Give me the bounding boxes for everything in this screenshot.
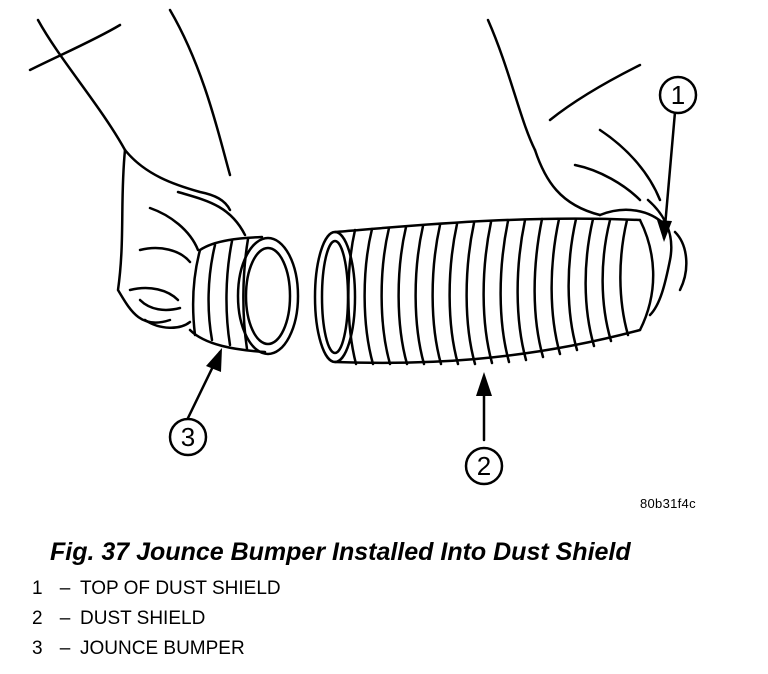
figure-caption: Fig. 37 Jounce Bumper Installed Into Dus…: [50, 538, 631, 566]
jounce-bumper-drawing: [188, 235, 300, 356]
legend-number: 2: [32, 608, 43, 629]
callout-number-1: 1: [671, 80, 685, 110]
legend-separator: –: [59, 578, 71, 599]
legend-separator: –: [59, 608, 71, 629]
left-hand-drawing: [28, 8, 247, 329]
arrowhead-2: [476, 372, 492, 396]
legend-label: TOP OF DUST SHIELD: [80, 578, 281, 599]
right-hand-drawing: [486, 18, 688, 317]
legend-label: DUST SHIELD: [80, 608, 206, 629]
figure-code: 80b31f4c: [640, 496, 696, 511]
legend-item: 1–TOP OF DUST SHIELD: [32, 578, 281, 608]
legend-item: 2–DUST SHIELD: [32, 608, 281, 638]
leader-line-1: [662, 110, 677, 240]
arrowhead-3: [206, 348, 222, 372]
legend-label: JOUNCE BUMPER: [80, 638, 245, 659]
arrowhead-1: [657, 220, 672, 242]
legend-number: 1: [32, 578, 43, 599]
callout-number-2: 2: [477, 451, 491, 481]
legend-number: 3: [32, 638, 43, 659]
callout-number-3: 3: [181, 422, 195, 452]
legend-separator: –: [59, 638, 71, 659]
callout-circle-1: [658, 75, 698, 115]
legend-item: 3–JOUNCE BUMPER: [32, 638, 281, 668]
diagram-illustration: 1 2 3: [28, 8, 698, 486]
legend: 1–TOP OF DUST SHIELD 2–DUST SHIELD 3–JOU…: [32, 578, 281, 668]
callout-circle-3: [168, 417, 208, 457]
dust-shield-drawing: [313, 217, 655, 366]
callout-circle-2: [464, 446, 504, 486]
